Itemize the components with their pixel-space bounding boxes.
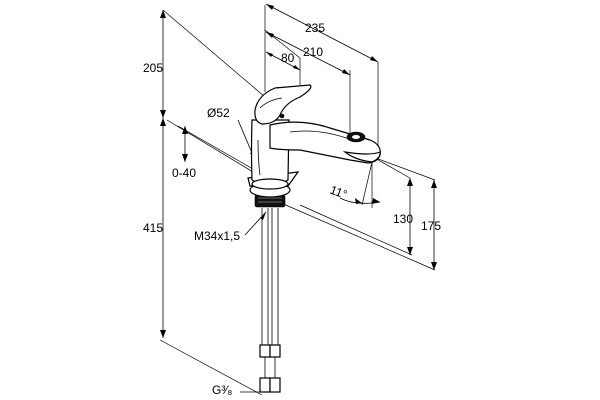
dimension-235: 235: [265, 3, 379, 63]
spout-head: [342, 151, 381, 163]
hose-connector-left: [259, 377, 271, 393]
lever-handle: [254, 84, 312, 125]
dimension-205: 205: [143, 10, 166, 118]
dim-235-label: 235: [305, 21, 325, 35]
dimension-415: 415: [143, 118, 166, 338]
dim-210-label: 210: [303, 45, 323, 59]
hose-fitting-upper-left: [259, 344, 271, 358]
dimension-210: 210: [265, 31, 351, 76]
faucet-body: [247, 84, 381, 393]
dimension-11-degree: 11°: [328, 161, 381, 208]
top-extension-lines: [159, 5, 436, 396]
dimension-175: 175: [421, 180, 441, 270]
dim-415-label: 415: [143, 221, 163, 235]
connection-leader: G³⁄₈: [212, 383, 260, 397]
dimension-130: 130: [299, 178, 413, 256]
thread-leader: M34x1,5: [194, 211, 267, 243]
hose-connector-right: [269, 377, 281, 393]
dim-52-label: Ø52: [207, 106, 230, 120]
connection-label: G³⁄₈: [212, 383, 232, 397]
dim-80-label: 80: [281, 51, 295, 65]
dim-205-label: 205: [143, 61, 163, 75]
dimension-0-40: 0-40: [172, 125, 261, 180]
dimension-80: 80: [265, 51, 301, 71]
dim-0-40-label: 0-40: [172, 166, 196, 180]
dim-175-label: 175: [421, 219, 441, 233]
dim-11-label: 11°: [328, 183, 349, 202]
dimension-diameter-52: Ø52: [207, 106, 256, 161]
hose-fitting-upper-right: [269, 344, 281, 358]
thread-label: M34x1,5: [194, 229, 240, 243]
lever-screw: [279, 113, 285, 119]
dim-130-label: 130: [393, 212, 413, 226]
